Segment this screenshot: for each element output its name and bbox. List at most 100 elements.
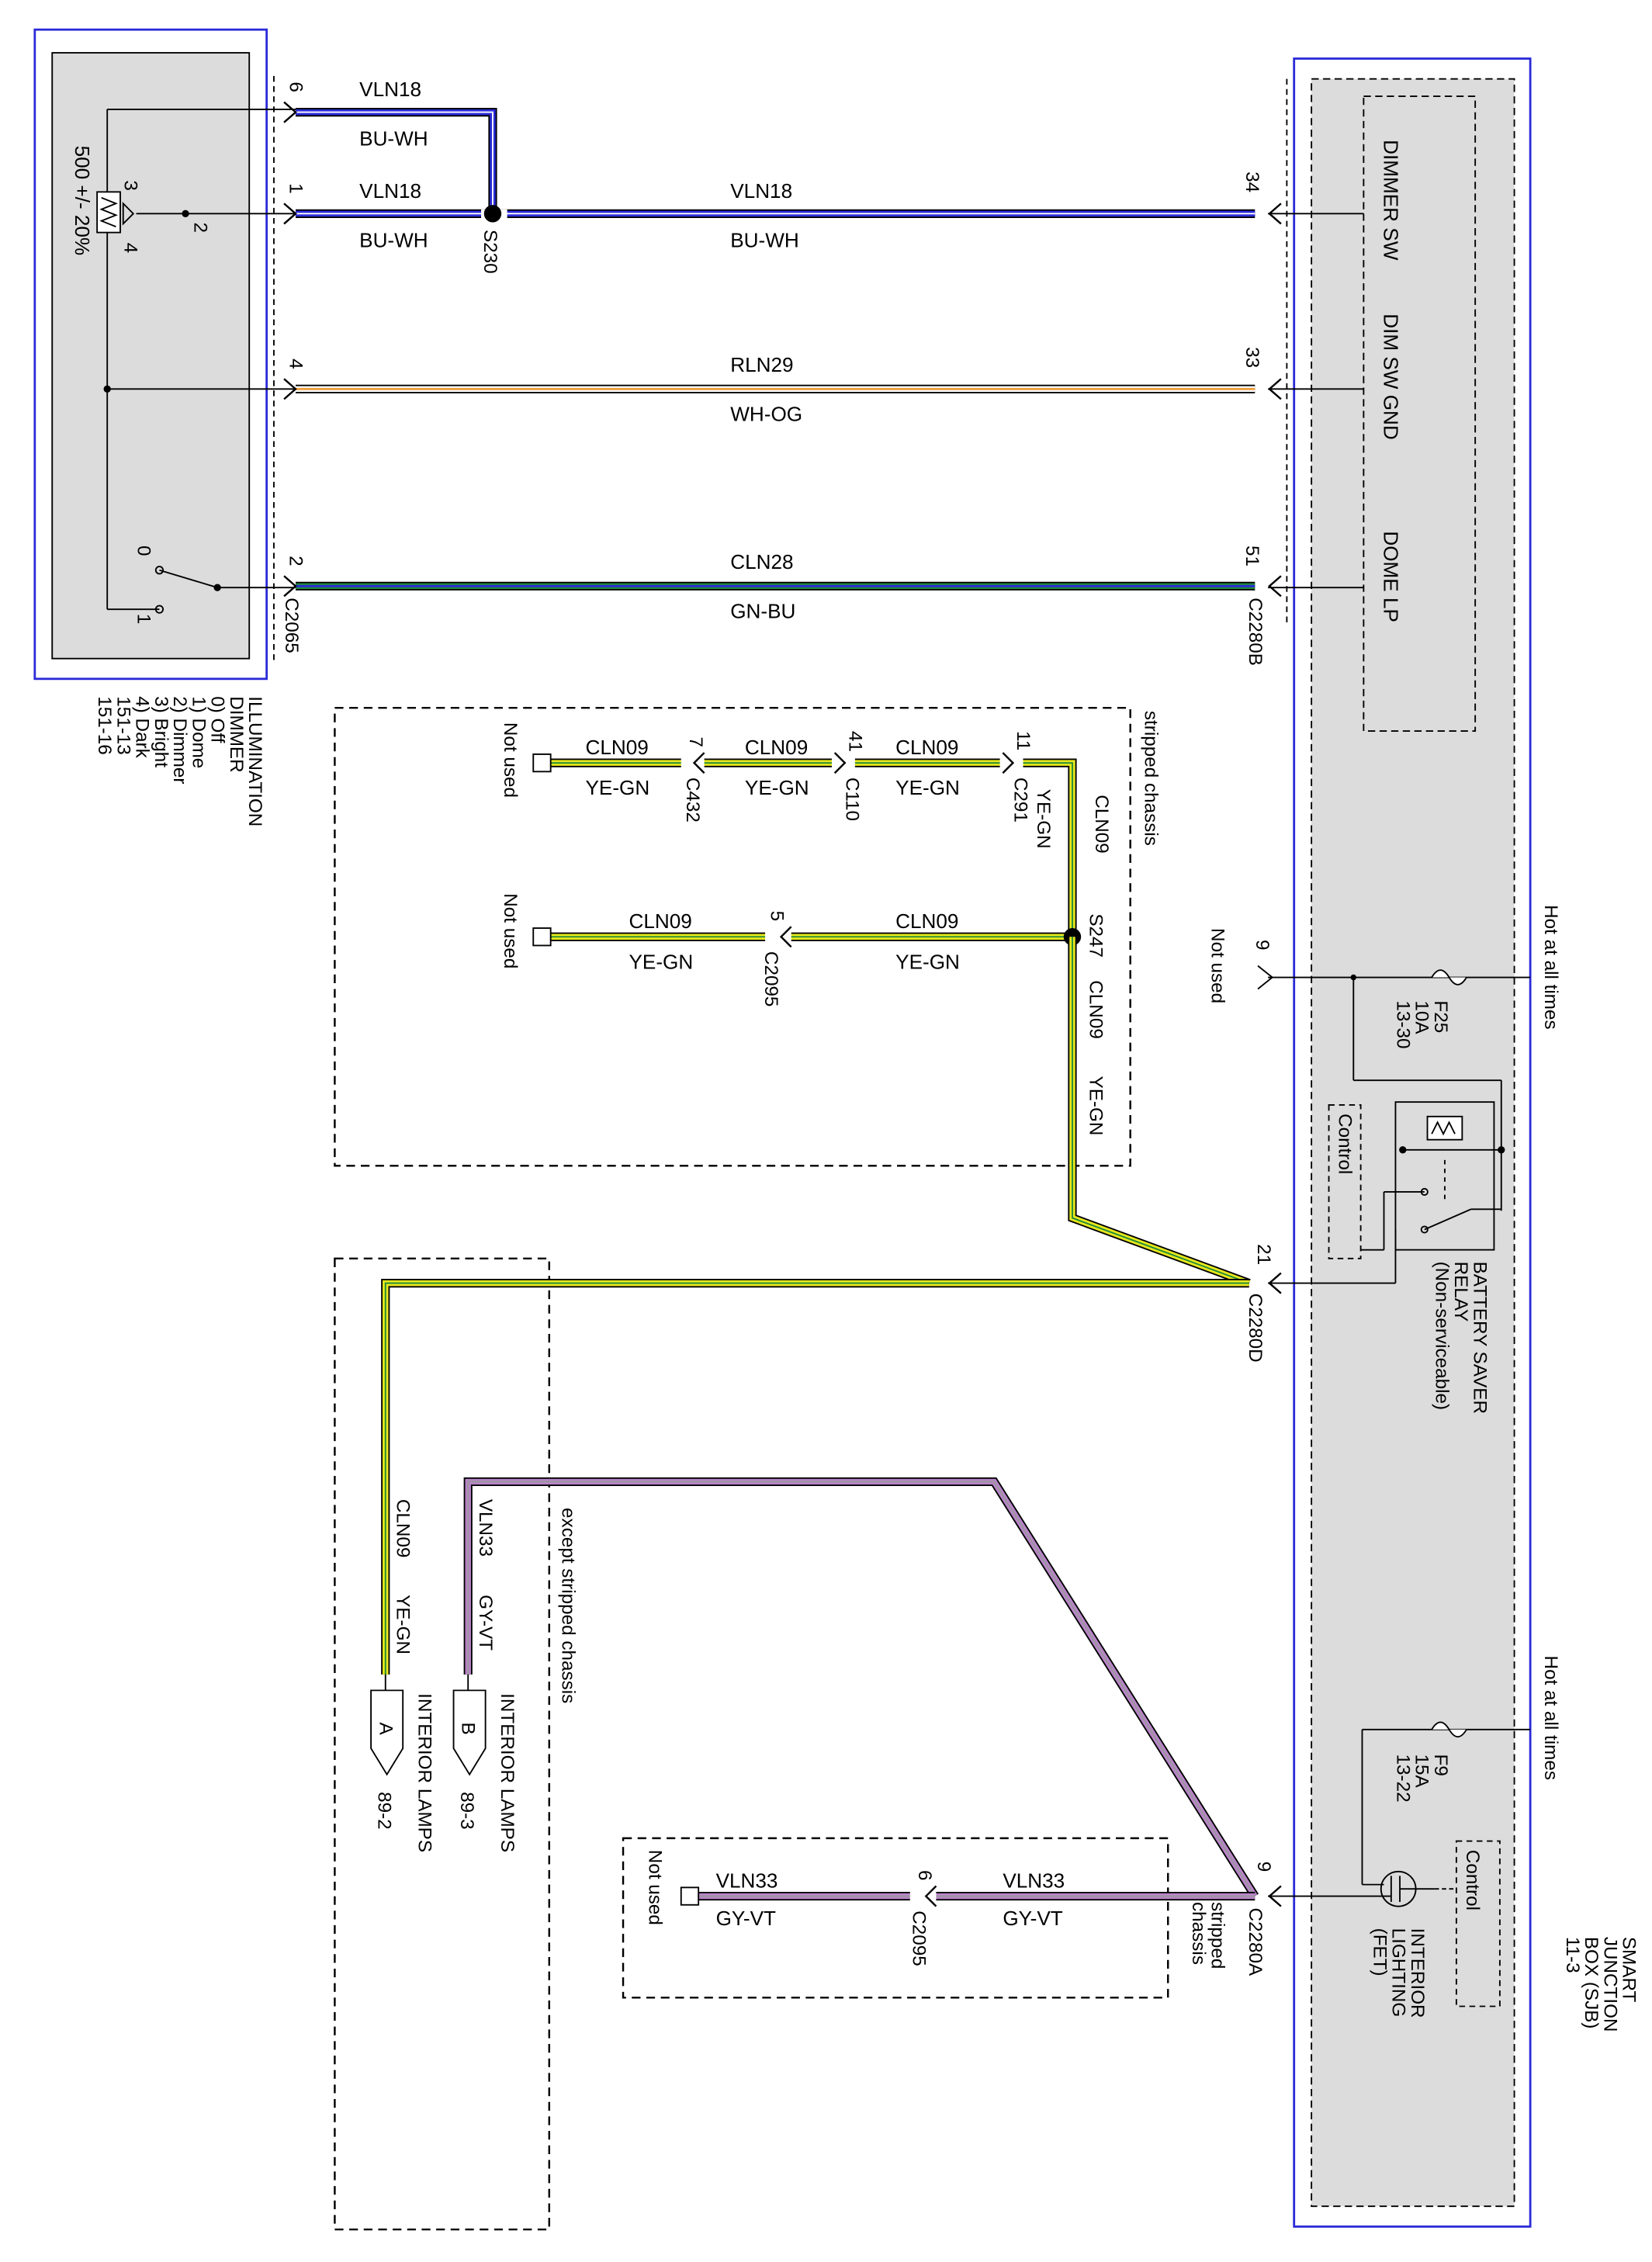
vertical-circuit-1: CLN09	[1091, 795, 1112, 854]
resistor-icon	[96, 191, 135, 234]
c432-label: C432	[682, 778, 703, 823]
fet-name: INTERIOR	[1407, 1928, 1428, 2018]
w2-right-circuit: VLN18	[730, 179, 792, 203]
lamp-a-pin: A	[375, 1722, 396, 1735]
mid-color-1: YE-GN	[629, 950, 694, 973]
splice-s230	[483, 205, 502, 223]
lamp-b-name: INTERIOR LAMPS	[497, 1693, 518, 1852]
stripped-label: stripped chassis	[1140, 711, 1161, 846]
c110-label: C110	[842, 778, 863, 821]
sjb-title-3: BOX (SJB)	[1581, 1937, 1602, 2029]
lower-stripped-section: Not used VLN33 GY-VT VLN33 GY-VT 6 C2095…	[622, 1837, 1255, 1999]
w2-pin-right: 34	[1242, 171, 1262, 192]
f25-not-used: Not used	[1207, 928, 1228, 1003]
f25-name: F25	[1430, 1000, 1451, 1033]
wire-cln09-lamp-a	[381, 1278, 1249, 1675]
term-2: 2	[189, 223, 210, 234]
dimmer-state-3: 3) Bright	[151, 696, 171, 767]
c432-pin: 7	[685, 737, 706, 748]
stripped-chassis-section: stripped chassis Not used CLN09 YE-GN CL…	[334, 706, 1161, 1167]
c2095-pin: 5	[767, 911, 788, 922]
lower-not-used: Not used	[645, 1850, 666, 1925]
mid-circuit-2: CLN09	[895, 909, 958, 933]
fet-line-2: LIGHTING	[1388, 1928, 1409, 2018]
lower-c2095-pin: 6	[914, 1870, 935, 1881]
fet-control-label: Control	[1462, 1850, 1483, 1910]
lamp-a-ref: 89-2	[373, 1792, 394, 1830]
hot-at-all-times-1: Hot at all times	[1540, 905, 1561, 1029]
not-used-1: Not used	[500, 722, 521, 798]
fet-icon	[1380, 1870, 1435, 1907]
relay-line-2: RELAY	[1450, 1262, 1471, 1322]
switch-0: 0	[133, 546, 154, 556]
connector-arrows	[283, 101, 1282, 1907]
f9-ref: 13-22	[1392, 1755, 1413, 1803]
w3-color: WH-OG	[730, 402, 802, 425]
smart-junction-box: DIMMER SW DIM SW GND DOME LP C2280B F25 …	[1207, 57, 1640, 2228]
mid-circuit-1: CLN09	[629, 909, 692, 933]
vertical-color-2: YE-GN	[1085, 1076, 1106, 1136]
dimmer-connector: C2065	[281, 598, 302, 653]
lower-color-2: GY-VT	[1003, 1907, 1062, 1930]
switch-1: 1	[133, 614, 154, 625]
sjb-dim-sw-gnd: DIM SW GND	[1380, 313, 1403, 440]
wire-vln33-lamp-b	[463, 1477, 1259, 1899]
top-color-2: YE-GN	[745, 776, 809, 799]
resistor-value: 500 +/- 20%	[71, 146, 94, 256]
lower-circuit-2: VLN33	[1003, 1869, 1065, 1892]
w3-pin-right: 33	[1242, 347, 1262, 368]
lower-label-1: stripped	[1207, 1902, 1228, 1969]
lower-color-1: GY-VT	[716, 1907, 776, 1930]
fet-line-3: (FET)	[1369, 1928, 1390, 1976]
wire-rln29: RLN29 WH-OG 4 33	[286, 347, 1263, 425]
except-label: except stripped chassis	[558, 1508, 579, 1703]
w4-circuit: CLN28	[730, 550, 793, 573]
w1-pin: 6	[286, 81, 307, 92]
sjb-dome-lp: DOME LP	[1380, 531, 1403, 622]
sjb-title-2: JUNCTION	[1599, 1937, 1620, 2032]
dimmer-title: ILLUMINATION	[244, 696, 265, 826]
c291-pin: 11	[1013, 731, 1034, 750]
f25-rating: 10A	[1411, 1000, 1432, 1034]
relay-line-3: (Non-serviceable)	[1432, 1262, 1453, 1410]
dimmer-ref-2: 151-16	[94, 696, 115, 755]
top-circuit-3: CLN09	[895, 736, 958, 759]
term-3: 3	[120, 180, 141, 190]
top-color-3: YE-GN	[895, 776, 960, 799]
wire-vln18-pin1: S230 VLN18 BU-WH VLN18 BU-WH 1 34	[286, 171, 1263, 273]
c291-label: C291	[1010, 778, 1030, 823]
fuse-f25-icon	[1431, 969, 1467, 986]
s230-label: S230	[480, 230, 500, 274]
top-circuit-1: CLN09	[585, 736, 648, 759]
w2-pin-left: 1	[286, 183, 307, 194]
wire-vln18-pin6: VLN18 BU-WH 6	[286, 78, 497, 213]
lamp-a-connector-icon	[370, 1674, 404, 1776]
not-used-2: Not used	[500, 893, 521, 968]
sjb-title-1: SMART	[1619, 1937, 1640, 2003]
w3-circuit: RLN29	[730, 353, 793, 376]
w2-color: BU-WH	[359, 228, 428, 251]
dimmer-state-2: 2) Dimmer	[169, 696, 190, 784]
dimmer-state-4: 4) Dark	[132, 696, 153, 758]
pin-21: 21	[1253, 1244, 1274, 1265]
lower-c2095: C2095	[909, 1910, 930, 1966]
w1-circuit: VLN18	[359, 78, 421, 101]
sjb-connector-b: C2280B	[1245, 598, 1266, 666]
relay-control-label: Control	[1335, 1114, 1356, 1174]
relay-name: BATTERY SAVER	[1469, 1262, 1490, 1414]
except-stripped-section: except stripped chassis VLN33 GY-VT CLN0…	[334, 1257, 1259, 2231]
wire-cln28: CLN28 GN-BU 2 51	[286, 546, 1263, 622]
lamp-a-color: YE-GN	[393, 1595, 414, 1654]
w2-right-color: BU-WH	[730, 228, 799, 251]
sjb-connector-d: C2280D	[1245, 1294, 1266, 1363]
fuse-f9-icon	[1431, 1721, 1467, 1738]
f25-pin: 9	[1252, 940, 1273, 951]
f9-name: F9	[1430, 1755, 1451, 1776]
top-color-1: YE-GN	[585, 776, 649, 799]
sjb-ref: 11-3	[1562, 1937, 1583, 1973]
term-4: 4	[120, 243, 141, 254]
vertical-color-1: YE-GN	[1033, 789, 1054, 849]
lamp-b-ref: 89-3	[456, 1792, 477, 1830]
lamp-b-connector-icon	[452, 1674, 487, 1776]
